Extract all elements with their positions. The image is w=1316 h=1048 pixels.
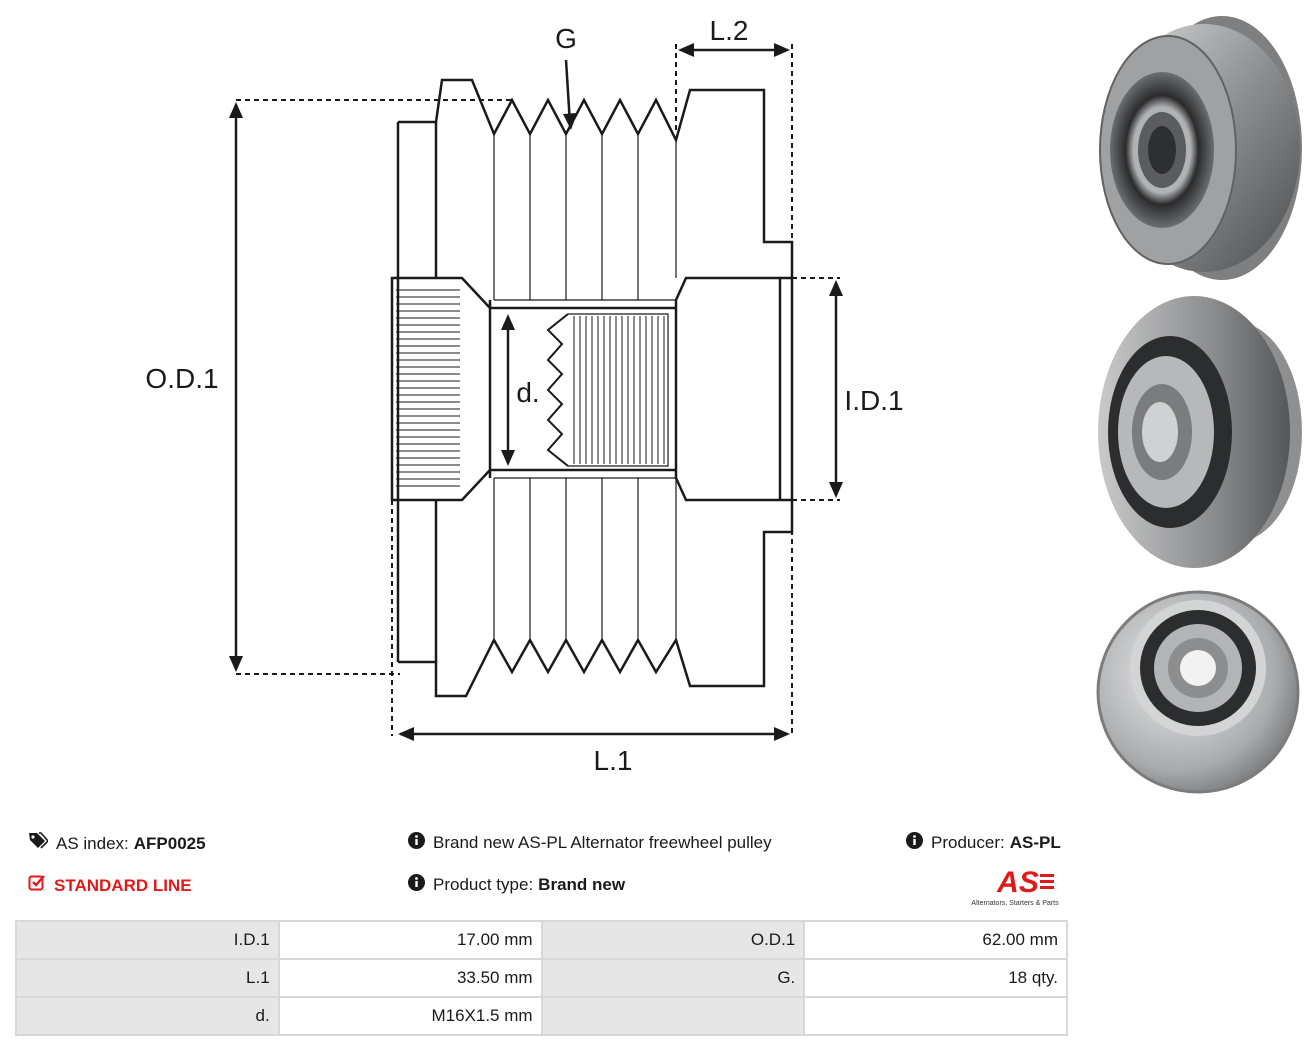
pulley-photo-side xyxy=(1099,16,1302,280)
as-pl-logo: AS Alternators, Starters & Parts xyxy=(971,866,1059,907)
table-row: d. M16X1.5 mm xyxy=(15,996,1068,1036)
spec-value xyxy=(803,996,1068,1036)
thread-profile xyxy=(546,313,569,467)
label-id1: I.D.1 xyxy=(844,385,903,416)
spec-value: 17.00 mm xyxy=(277,920,543,960)
spec-table: I.D.1 17.00 mm O.D.1 62.00 mm L.1 33.50 … xyxy=(15,920,1068,1036)
description: Brand new AS-PL Alternator freewheel pul… xyxy=(408,832,772,854)
hub-right xyxy=(674,276,794,502)
info-icon xyxy=(408,832,425,854)
producer: Producer: AS-PL xyxy=(906,832,1061,854)
product-type: Product type: Brand new xyxy=(408,874,625,896)
as-index: AS index: AFP0025 xyxy=(28,832,206,855)
producer-value: AS-PL xyxy=(1009,833,1061,852)
spec-label xyxy=(540,996,806,1036)
pulley-outline-bottom xyxy=(398,500,794,698)
label-l1: L.1 xyxy=(594,745,633,776)
svg-text:Alternators, Starters & Parts: Alternators, Starters & Parts xyxy=(971,900,1059,907)
tags-icon xyxy=(28,832,50,855)
standard-line: STANDARD LINE xyxy=(28,874,192,897)
spec-value: M16X1.5 mm xyxy=(277,996,543,1036)
pulley-photo-rear xyxy=(1096,590,1300,794)
svg-text:AS: AS xyxy=(996,866,1039,899)
pulley-outline-top xyxy=(398,78,794,278)
table-row: I.D.1 17.00 mm O.D.1 62.00 mm xyxy=(15,920,1068,960)
info-icon xyxy=(408,874,425,896)
as-index-label: AS index: xyxy=(56,833,129,853)
label-g: G xyxy=(555,23,577,54)
info-icon xyxy=(906,832,923,854)
table-row: L.1 33.50 mm G. 18 qty. xyxy=(15,958,1068,998)
producer-label: Producer: xyxy=(931,833,1005,852)
as-index-value: AFP0025 xyxy=(133,833,206,853)
product-type-label: Product type: xyxy=(433,875,534,894)
pulley-photo-front xyxy=(1098,296,1302,568)
spec-label: d. xyxy=(15,996,280,1036)
description-text: Brand new AS-PL Alternator freewheel pul… xyxy=(433,833,772,852)
spec-label: G. xyxy=(540,958,806,998)
product-type-value: Brand new xyxy=(538,875,626,894)
standard-line-label: STANDARD LINE xyxy=(54,875,192,895)
spec-value: 33.50 mm xyxy=(277,958,543,998)
spec-label: O.D.1 xyxy=(540,920,806,960)
label-od1: O.D.1 xyxy=(145,363,218,394)
technical-drawing: G L.2 O.D.1 I.D.1 d. L.1 xyxy=(145,15,903,776)
spec-label: L.1 xyxy=(15,958,280,998)
spec-value: 62.00 mm xyxy=(803,920,1068,960)
checkbox-icon xyxy=(28,874,46,897)
bore xyxy=(490,306,676,472)
spec-value: 18 qty. xyxy=(803,958,1068,998)
label-d: d. xyxy=(516,377,539,408)
spec-label: I.D.1 xyxy=(15,920,280,960)
label-l2: L.2 xyxy=(710,15,749,46)
